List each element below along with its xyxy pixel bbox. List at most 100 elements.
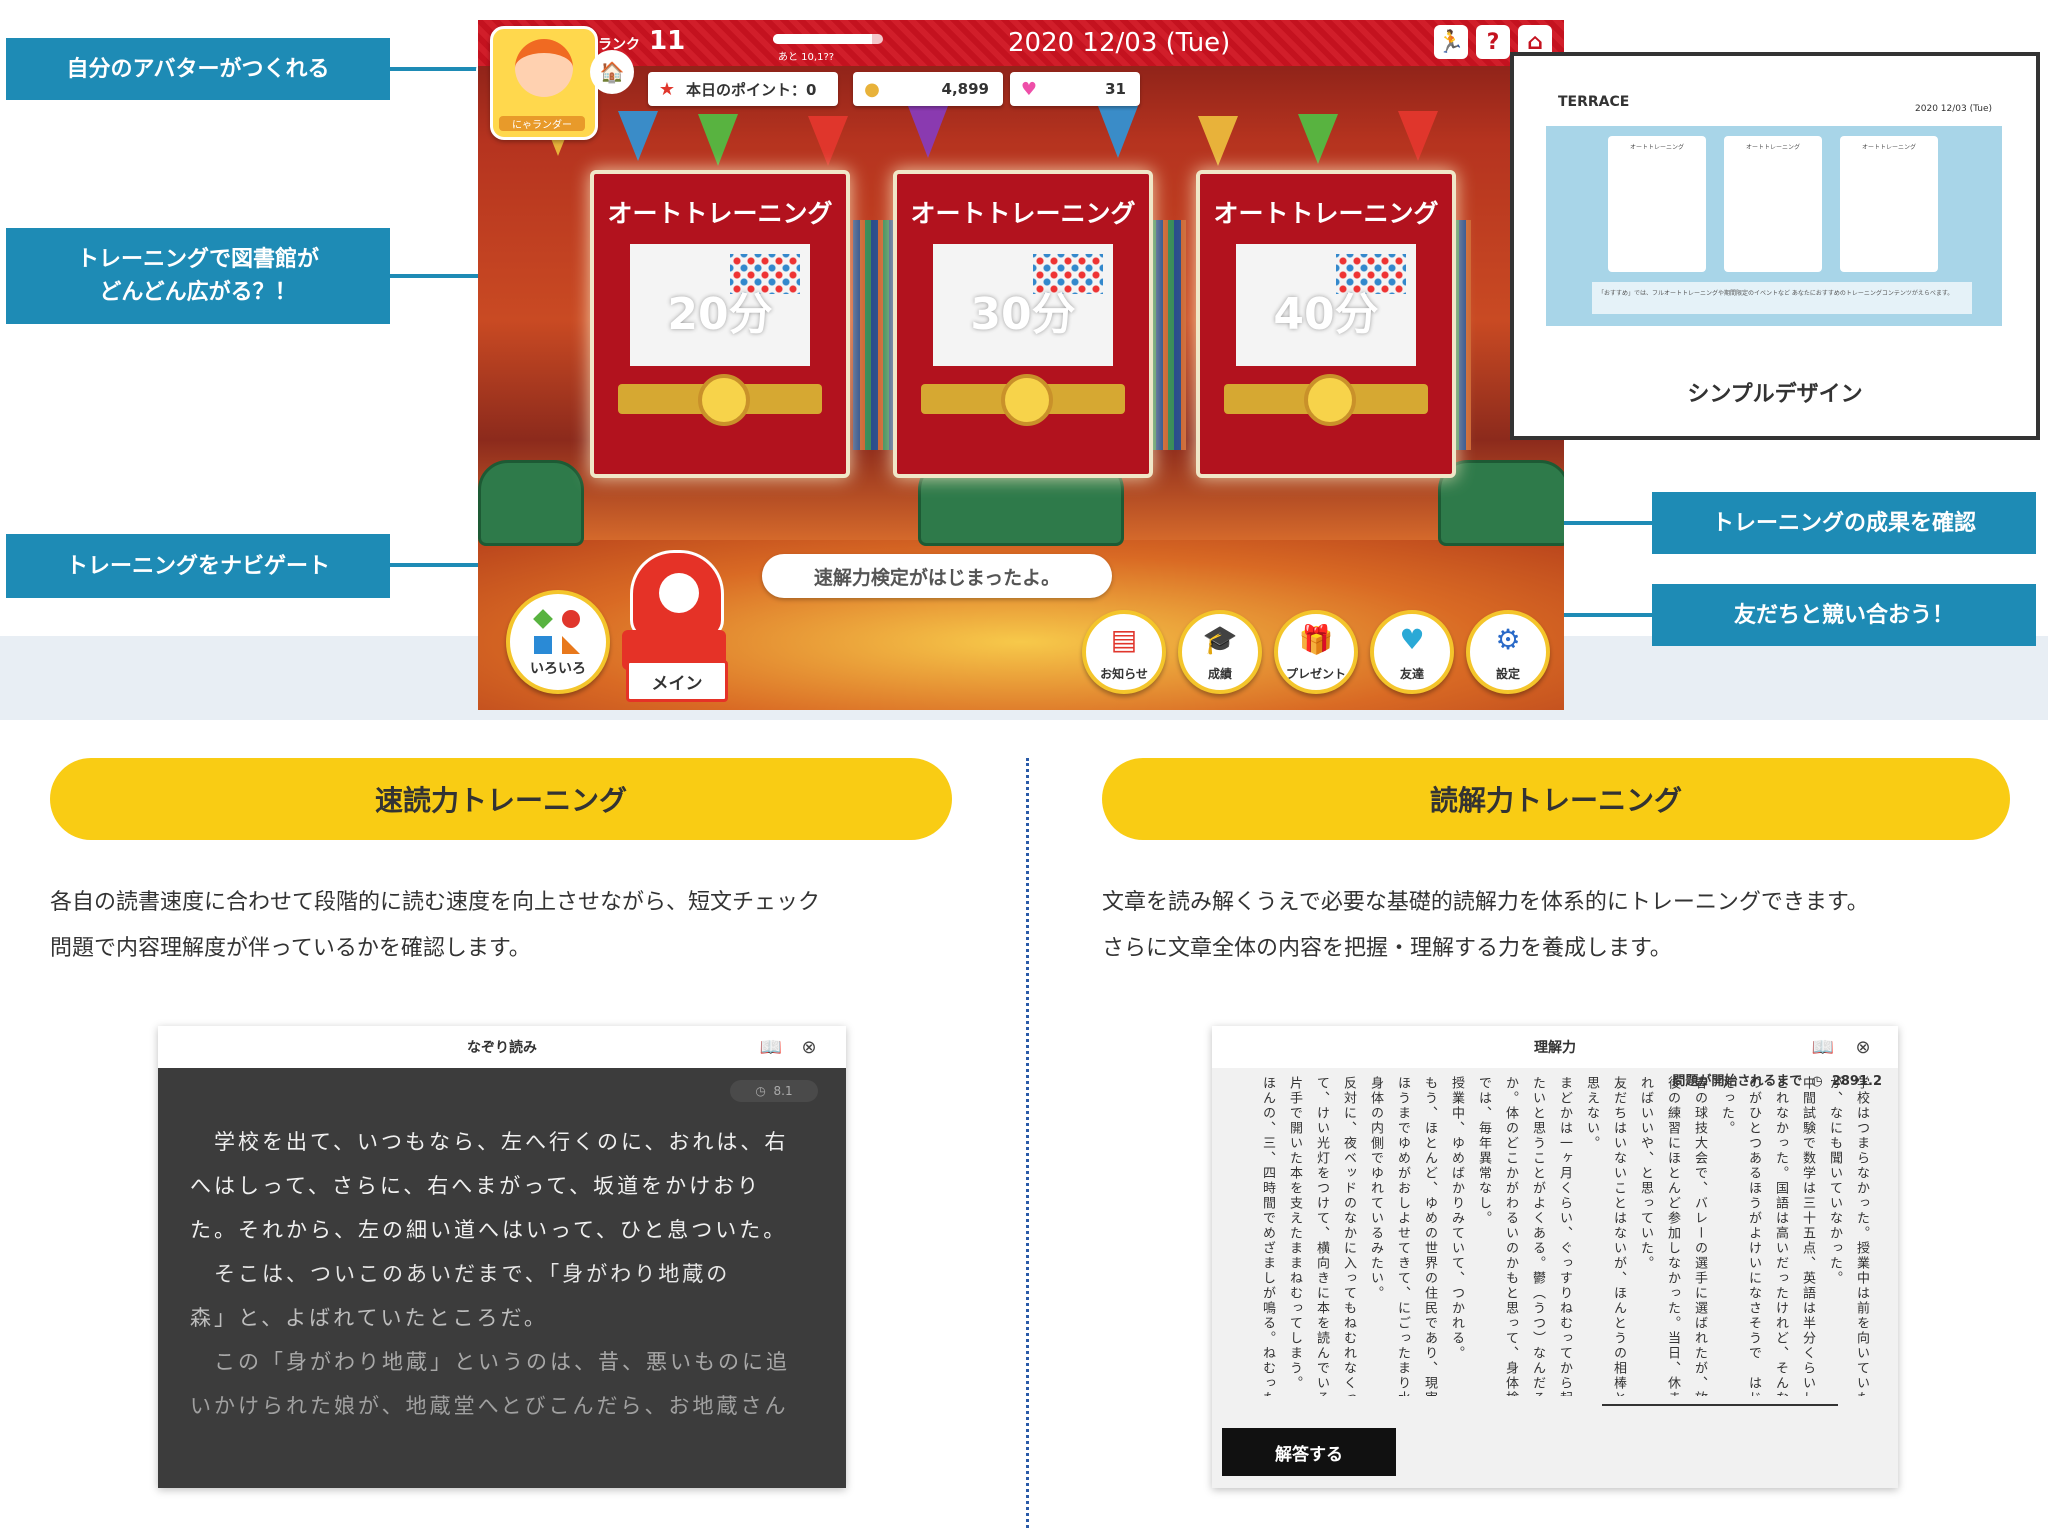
- preview-card: オートトレーニング: [1608, 136, 1706, 272]
- preview-screen: TERRACE 2020 12/03 (Tue) オートトレーニング オートトレ…: [1546, 80, 2002, 370]
- preview-card-title: オートトレーニング: [1745, 144, 1800, 151]
- main-button[interactable]: メイン: [626, 660, 728, 702]
- grad-cap-icon: 🎓: [1202, 622, 1238, 656]
- desc-line: 各自の読書速度に合わせて段階的に読む速度を向上させながら、短文チェック: [50, 890, 821, 915]
- passage-column: 学校はつまらなかった。授業中は前を向いていた: [1854, 1076, 1869, 1396]
- book-icon[interactable]: 📖: [1811, 1036, 1835, 1058]
- passage-column: ほうまでゆめがおしよせてきて、にごったまり水が: [1395, 1076, 1410, 1396]
- magnifier-icon: [1304, 374, 1356, 426]
- close-icon[interactable]: ⊗: [1855, 1036, 1871, 1058]
- coins-value: 4,899: [941, 80, 989, 98]
- points-label: 本日のポイント：0: [686, 80, 817, 99]
- passage-column: て、けい光灯をつけて、横向きに本を読んでいると、: [1314, 1076, 1329, 1396]
- book-page: 20分: [630, 244, 810, 366]
- magnifier-icon: [1001, 374, 1053, 426]
- book-page: 40分: [1236, 244, 1416, 366]
- nav-present[interactable]: 🎁 プレゼント: [1274, 610, 1358, 694]
- help-icon[interactable]: ?: [1476, 25, 1510, 59]
- training-book-20[interactable]: オートトレーニング 20分: [590, 170, 850, 478]
- nav-settings[interactable]: ⚙ 設定: [1466, 610, 1550, 694]
- reading-area: ◷ 8.1 学校を出て、いつもなら、左へ行くのに、おれは、右 へはしって、さらに…: [158, 1068, 846, 1488]
- preview-card-title: オートトレーニング: [1861, 144, 1916, 151]
- passage-column: が、なにも聞いていなかった。: [1827, 1076, 1842, 1286]
- preview-note: 「おすすめ」では、フルオートトレーニングや期間限定のイベントなど あなたにおすす…: [1592, 282, 1972, 314]
- square-icon: [534, 636, 552, 654]
- passage-line: この「身がわり地蔵」というのは、昔、悪いものに追: [190, 1350, 790, 1374]
- passage-column: 反対に、夜ベッドのなかに入ってもねむれなくっ: [1341, 1076, 1356, 1396]
- preview-caption: シンプルデザイン: [1687, 382, 1863, 407]
- avatar[interactable]: にゃランダー: [490, 26, 598, 140]
- countdown: 問題が開始されるまで ◷ 2891.2: [1672, 1070, 1882, 1089]
- training-book-40[interactable]: オートトレーニング 40分: [1196, 170, 1456, 478]
- nav-label: プレゼント: [1285, 667, 1346, 681]
- book-page: 30分: [933, 244, 1113, 366]
- book-dots: [1336, 254, 1406, 294]
- heart-icon: ♥: [1020, 78, 1038, 100]
- triangle-icon: [562, 636, 580, 654]
- runner-icon[interactable]: 🏃: [1434, 25, 1468, 59]
- magnifier-icon: [698, 374, 750, 426]
- desc-line: 文章を読み解くうえで必要な基礎的読解力を体系的にトレーニングできます。: [1102, 890, 1869, 915]
- text-underline: [1602, 1404, 1838, 1406]
- passage-column: のがひとつあるほうがよけいになさそうで はじ: [1746, 1076, 1761, 1396]
- nav-notice[interactable]: ▤ お知らせ: [1082, 610, 1166, 694]
- preview-card: オートトレーニング: [1840, 136, 1938, 272]
- gear-icon: ⚙: [1495, 622, 1521, 656]
- clock-icon: ◷: [755, 1084, 774, 1098]
- passage-line: いかけられた娘が、地蔵堂へとびこんだら、お地蔵さん: [190, 1394, 789, 1418]
- star-icon: ★: [658, 78, 676, 100]
- callout-line: [390, 274, 540, 278]
- passage-column: たいと思うことがよくある。鬱（うつ）なんだろう: [1530, 1076, 1545, 1396]
- preview-logo: TERRACE: [1558, 94, 1630, 110]
- nav-grades[interactable]: 🎓 成績: [1178, 610, 1262, 694]
- rank-progress-fill: [773, 34, 872, 44]
- passage-column: か。体のどこかがわるいのかもと思って、身体検査: [1503, 1076, 1518, 1396]
- book-minutes: 20分: [667, 289, 773, 340]
- window-title: なぞり読み: [467, 1040, 537, 1056]
- robot-face: [659, 573, 699, 613]
- close-icon[interactable]: ⊗: [801, 1036, 817, 1058]
- nav-friends[interactable]: ♥ 友達: [1370, 610, 1454, 694]
- sofa: [1438, 460, 1564, 546]
- section-title-speed: 速読力トレーニング: [50, 758, 952, 840]
- passage-line: 学校を出て、いつもなら、左へ行くのに、おれは、右: [190, 1130, 789, 1154]
- avatar-face: [515, 39, 573, 97]
- preview-footer: [1546, 326, 2002, 370]
- preview-card-title: オートトレーニング: [1629, 144, 1684, 151]
- passage-column: もう、ほとんど、ゆめの世界の住民であり、現実の: [1422, 1076, 1437, 1396]
- iroiro-button[interactable]: いろいろ: [506, 590, 610, 694]
- callout-library: トレーニングで図書館が どんどん広がる？！: [6, 228, 390, 324]
- training-book-30[interactable]: オートトレーニング 30分: [893, 170, 1153, 478]
- passage-column: 春の球技大会で、バレーの選手に選ばれたが、放課: [1692, 1076, 1707, 1396]
- passage-column: まどかは一ヶ月くらい、ぐっすりねむってから起き: [1557, 1076, 1572, 1396]
- speech-bubble: 速解力検定がはじまったよ。: [762, 554, 1112, 598]
- mypage-icon[interactable]: 🏠: [590, 50, 634, 94]
- book-title: オートトレーニング: [607, 199, 833, 228]
- passage-line: た。それから、左の細い道へはいって、ひと息ついた。: [190, 1218, 788, 1242]
- desc-line: 問題で内容理解度が伴っているかを確認します。: [50, 936, 531, 961]
- callout-navigate: トレーニングをナビゲート: [6, 534, 390, 598]
- speed-window: なぞり読み 📖 ⊗ ◷ 8.1 学校を出て、いつもなら、左へ行くのに、おれは、右…: [158, 1026, 846, 1488]
- clock-icon: ◷: [1806, 1074, 1828, 1089]
- book-icon[interactable]: 📖: [759, 1036, 783, 1058]
- book-dots: [1033, 254, 1103, 294]
- navigator-robot[interactable]: メイン: [622, 550, 728, 702]
- preview-card: オートトレーニング: [1724, 136, 1822, 272]
- passage-column: では、毎年異常なし。: [1476, 1076, 1491, 1226]
- timer-value: 8.1: [773, 1084, 793, 1098]
- comp-window: 理解力 📖 ⊗ 問題が開始されるまで ◷ 2891.2 学校はつまらなかった。授…: [1212, 1026, 1898, 1488]
- passage-column: 思えない。: [1584, 1076, 1599, 1151]
- passage-column: だった。: [1719, 1076, 1734, 1136]
- coin-icon: ●: [864, 78, 880, 100]
- passage-column: 身体の内側でゆれているみたい。: [1368, 1076, 1383, 1301]
- answer-button[interactable]: 解答する: [1222, 1428, 1396, 1476]
- passage-line: へはしって、さらに、右へまがって、坂道をかけおり: [190, 1174, 762, 1198]
- avatar-name: にゃランダー: [499, 116, 585, 131]
- passage-column: 後の練習にほとんど参加しなかった。当日、休まなけ: [1665, 1076, 1680, 1396]
- passage-column: とれなかった。国語は高いだったけれど、そんなも: [1773, 1076, 1788, 1396]
- section-desc-speed: 各自の読書速度に合わせて段階的に読む速度を向上させながら、短文チェック 問題で内…: [50, 880, 970, 972]
- heart-icon: ♥: [1399, 622, 1425, 656]
- rank-label: ランク: [598, 37, 640, 53]
- top-bar: [478, 20, 1564, 66]
- coins-stat: ● 4,899: [853, 72, 1003, 106]
